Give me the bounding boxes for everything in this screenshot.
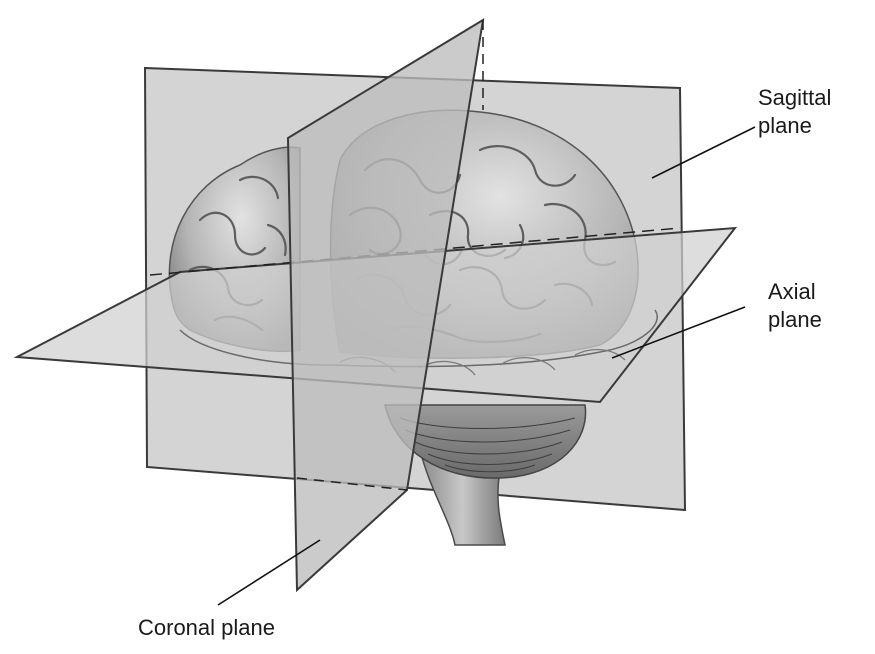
sagittal-label-line2: plane xyxy=(758,113,812,138)
temporal-lobe-under-axial xyxy=(179,309,658,368)
coronal-leader-line xyxy=(217,539,321,606)
coronal-dashed-bottom xyxy=(296,477,408,491)
sagittal-label-line1: Sagittal xyxy=(758,85,832,110)
axial-plane-label: Axial plane xyxy=(768,278,822,334)
sagittal-plane-label: Sagittal plane xyxy=(758,84,831,140)
axial-label-line2: plane xyxy=(768,307,822,332)
axial-label-line1: Axial xyxy=(768,279,816,304)
sagittal-leader-line xyxy=(651,126,756,179)
axial-leader-line xyxy=(611,306,746,359)
coronal-label-text: Coronal plane xyxy=(138,615,275,640)
coronal-plane-label: Coronal plane xyxy=(138,614,275,642)
